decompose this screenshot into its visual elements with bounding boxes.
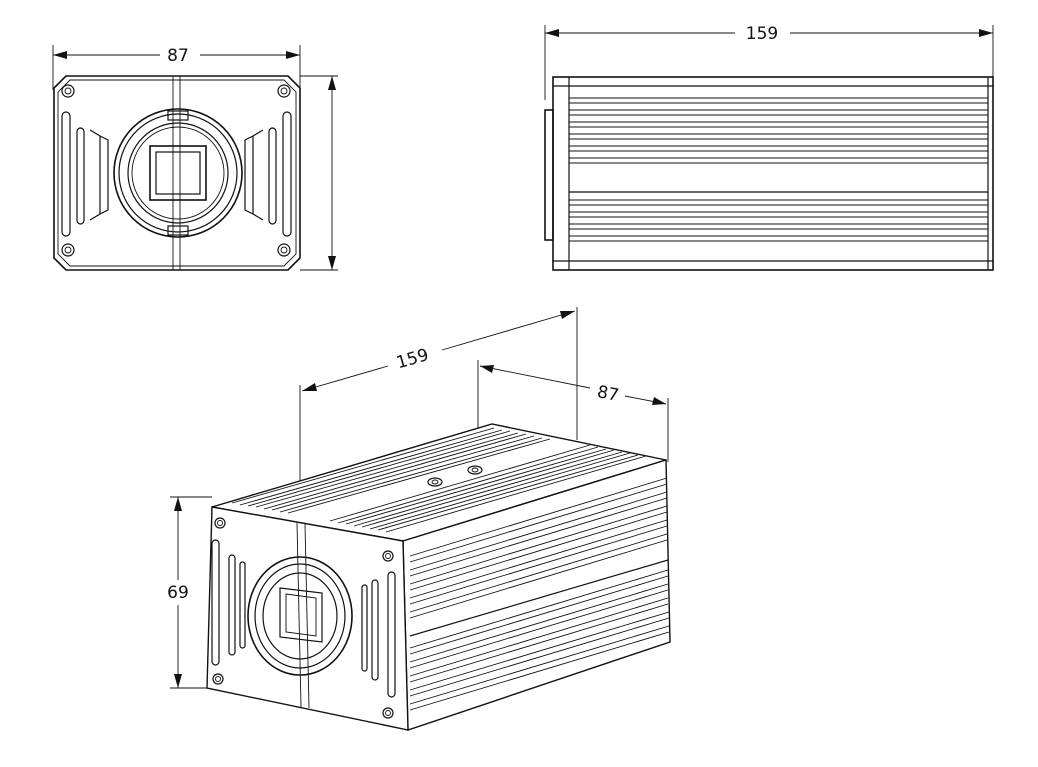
lens-mount-inner — [127, 122, 229, 224]
vent-slot — [361, 584, 368, 672]
front-view: 87 — [52, 45, 338, 271]
iso-sensor-inner — [285, 593, 317, 637]
screw-icon — [61, 84, 75, 98]
iso-sensor-window — [279, 587, 323, 643]
lens-mount-thread — [131, 126, 225, 220]
dim-line-159b — [441, 310, 576, 351]
arrow-head — [302, 383, 317, 391]
vent-slot — [211, 539, 220, 666]
arrow-head — [328, 76, 336, 90]
vent-fin — [252, 129, 264, 221]
arrow-head — [174, 497, 182, 511]
lens-stub — [544, 109, 554, 241]
mount-hole-icon — [467, 465, 483, 475]
lens-mount-outer — [113, 108, 243, 238]
front-body-outline — [53, 75, 301, 271]
fins-upper — [569, 97, 988, 164]
vent-slot — [76, 127, 85, 225]
front-center-line — [296, 522, 302, 708]
iso-lens-inner — [262, 572, 338, 660]
iso-height-label: 69 — [167, 583, 189, 603]
vent-slot — [282, 111, 292, 237]
vent-slot — [239, 561, 246, 649]
vent-fin — [99, 135, 109, 215]
dim-line-159a — [301, 365, 389, 392]
vent-slot — [371, 579, 379, 681]
arrow-head — [174, 674, 182, 688]
mount-tab — [167, 225, 189, 236]
dim-line-87a — [479, 365, 591, 389]
iso-length-label: 159 — [394, 345, 431, 373]
arrow-head — [480, 365, 494, 373]
front-width-label: 87 — [167, 46, 189, 66]
arrow-head — [286, 51, 300, 59]
arrow-head — [560, 311, 575, 319]
lens-mount-ring — [118, 113, 238, 233]
screw-icon — [382, 550, 394, 562]
mount-hole-icon — [427, 477, 443, 487]
vent-slot — [268, 127, 277, 225]
iso-width-label: 87 — [595, 382, 620, 406]
vent-slot — [228, 554, 236, 656]
sensor-window-inner — [155, 151, 201, 195]
vent-slot — [387, 571, 396, 698]
iso-lens-ring — [254, 563, 346, 669]
arrow-head — [652, 397, 666, 405]
vent-fin — [89, 129, 101, 221]
iso-side-fins — [409, 477, 670, 711]
screw-icon — [277, 243, 291, 257]
screw-icon — [61, 243, 75, 257]
front-body-inner — [57, 79, 297, 267]
fins-lower — [569, 199, 988, 242]
iso-lens-outer — [247, 556, 353, 676]
side-length-label: 159 — [746, 24, 778, 44]
iso-top-fins — [231, 427, 647, 533]
arrow-head — [328, 256, 336, 270]
front-center-line — [304, 523, 310, 709]
arrow-head — [53, 51, 67, 59]
sensor-window-outer — [149, 145, 207, 201]
arrow-head — [545, 29, 559, 37]
screw-icon — [382, 707, 394, 719]
side-view: 159 — [544, 24, 994, 271]
screw-icon — [212, 673, 224, 685]
mount-tab — [167, 110, 189, 121]
iso-view: 159 87 69 — [167, 307, 671, 731]
screw-icon — [277, 84, 291, 98]
screw-icon — [214, 517, 226, 529]
arrow-head — [979, 29, 993, 37]
side-body-outline — [552, 76, 994, 271]
vent-slot — [61, 111, 71, 237]
vent-fin — [244, 135, 254, 215]
